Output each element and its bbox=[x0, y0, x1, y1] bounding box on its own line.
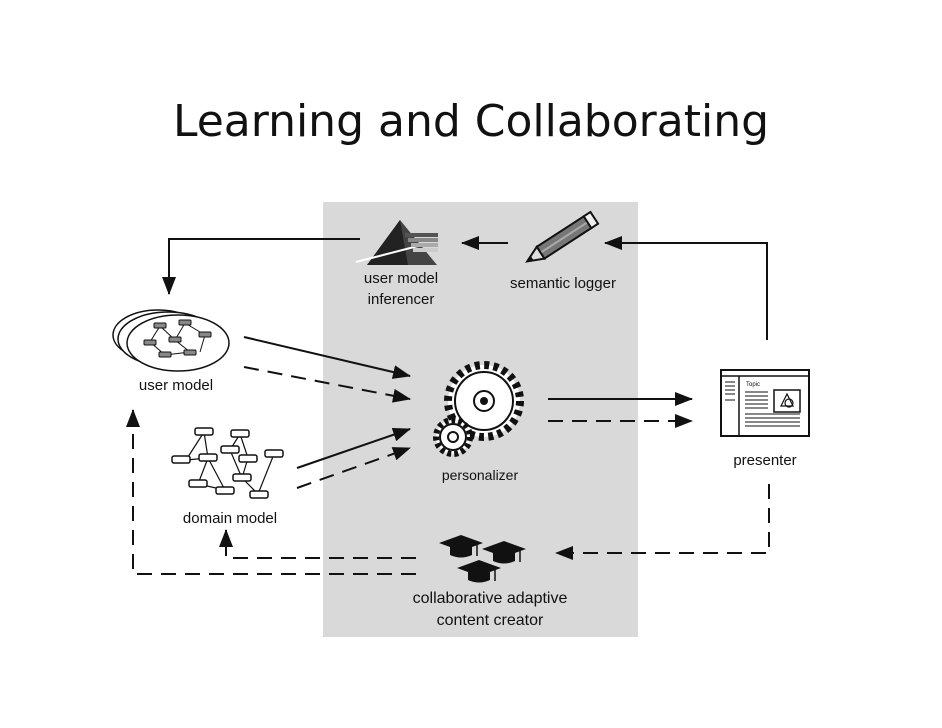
user-model-icon bbox=[112, 309, 230, 372]
pencil-icon bbox=[525, 210, 600, 263]
arrow-creator-to-domain-model bbox=[219, 529, 416, 559]
gears-icon bbox=[433, 361, 524, 457]
user-model-inferencer-label: user model inferencer bbox=[363, 270, 439, 308]
arrow-user-model-to-personalizer bbox=[243, 336, 411, 379]
arrow-domain-model-to-personalizer bbox=[296, 427, 411, 469]
presenter-label: presenter bbox=[733, 452, 797, 469]
collaborative-creator-label: collaborative adaptive content creator bbox=[412, 590, 568, 629]
personalizer-label: personalizer bbox=[441, 467, 519, 483]
arrow-creator-to-user-model bbox=[126, 409, 416, 575]
arrow-inferencer-to-user-model bbox=[162, 238, 360, 295]
domain-model-icon bbox=[171, 427, 284, 499]
graduation-caps-icon bbox=[439, 535, 526, 583]
domain-model-label: domain model bbox=[182, 510, 278, 527]
presenter-window-icon: Topic bbox=[720, 369, 810, 437]
prism-icon bbox=[355, 220, 438, 265]
arrow-domain-model-to-personalizer-dashed bbox=[296, 447, 411, 489]
semantic-logger-label: semantic logger bbox=[510, 275, 616, 292]
slide-title: Learning and Collaborating bbox=[172, 96, 770, 147]
arrow-user-model-to-personalizer-dashed bbox=[243, 366, 411, 403]
presenter-topic-label: Topic bbox=[746, 382, 760, 388]
arrow-presenter-to-logger bbox=[604, 236, 768, 340]
arrow-presenter-to-creator bbox=[555, 484, 770, 560]
user-model-label: user model bbox=[138, 377, 214, 394]
